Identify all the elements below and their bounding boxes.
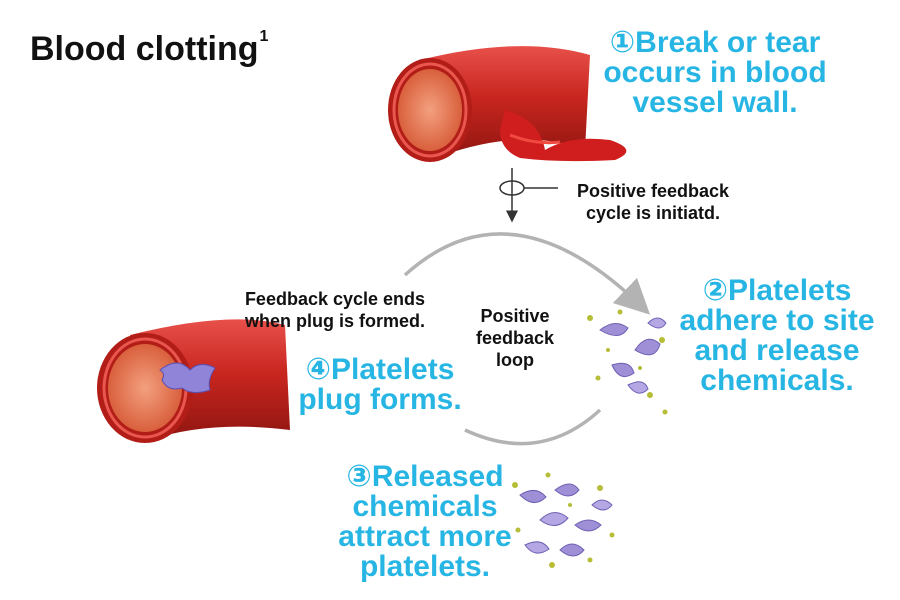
step-3-line: chemicals [352, 490, 498, 523]
step-4-line: plug forms. [298, 383, 462, 416]
step-1-line: vessel wall. [632, 86, 798, 119]
step-2-line: and release [694, 334, 860, 367]
loop-arrow-bottom [464, 408, 602, 446]
feedback-trigger-marker [499, 168, 558, 223]
note-line: loop [496, 350, 534, 370]
plugged-vessel-illustration [97, 319, 290, 443]
note-line: cycle is initiatd. [585, 203, 721, 223]
step-2-line: ②Platelets [702, 274, 852, 307]
step-1-line: occurs in blood [603, 56, 827, 89]
step-3-line: attract more [338, 520, 512, 553]
platelets-cluster-adhering [587, 309, 668, 415]
title-superscript: 1 [259, 28, 269, 45]
step-3-line: ③Released [346, 460, 504, 493]
step-1-label: ①Break or tear occurs in blood vessel wa… [585, 28, 845, 118]
loop-arrow-top [403, 232, 651, 315]
step-2-label: ②Platelets adhere to site and release ch… [672, 276, 882, 396]
positive-feedback-loop-label: Positive feedback loop [460, 305, 570, 371]
platelets-cluster-attracted [512, 472, 615, 568]
step-1-line: ①Break or tear [609, 26, 821, 59]
note-line: when plug is formed. [244, 311, 425, 331]
step-3-line: platelets. [359, 550, 491, 583]
feedback-initiated-note: Positive feedback cycle is initiatd. [558, 180, 748, 224]
broken-vessel-illustration [388, 46, 627, 162]
note-line: Positive [480, 306, 550, 326]
page-title: Blood clotting1 [30, 28, 269, 69]
note-line: feedback [475, 328, 555, 348]
step-4-label: ④Platelets plug forms. [290, 355, 470, 415]
note-line: Feedback cycle ends [244, 289, 426, 309]
note-line: Positive feedback [576, 181, 730, 201]
feedback-ends-note: Feedback cycle ends when plug is formed. [215, 288, 455, 332]
title-text: Blood clotting [30, 30, 259, 68]
step-4-line: ④Platelets [305, 353, 455, 386]
step-2-line: chemicals. [700, 364, 854, 397]
step-2-line: adhere to site [679, 304, 875, 337]
step-3-label: ③Released chemicals attract more platele… [330, 462, 520, 582]
